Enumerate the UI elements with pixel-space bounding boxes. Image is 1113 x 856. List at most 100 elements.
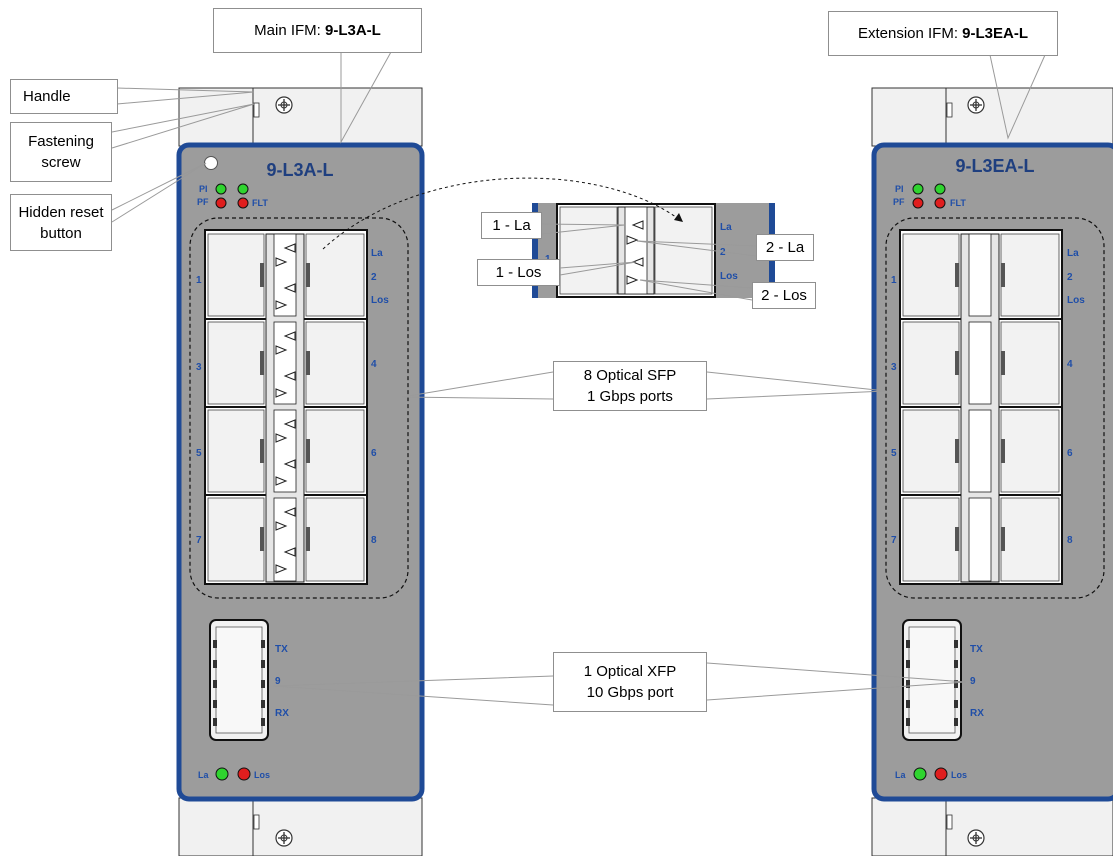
main-fastening-screw-icon[interactable] bbox=[275, 96, 293, 114]
ext-ifm-prefix: Extension IFM: bbox=[857, 25, 963, 42]
main-port-label-3: 3 bbox=[196, 362, 202, 373]
ext-bottom-la-led bbox=[913, 767, 927, 781]
main-sfp-port-7[interactable] bbox=[207, 497, 265, 582]
ext-port-label-1: 1 bbox=[891, 275, 897, 286]
main-led-pi-green bbox=[215, 183, 227, 195]
ext-port-label-7: 7 bbox=[891, 535, 897, 546]
ext-sfp-port-6[interactable] bbox=[1000, 409, 1060, 493]
main-xfp-tx-label: TX bbox=[275, 644, 288, 655]
main-ifm-module: 9-L3A-L PI PF FLT bbox=[176, 87, 425, 856]
main-port-label-4: 4 bbox=[371, 359, 377, 370]
main-led-top-green bbox=[237, 183, 249, 195]
ext-xfp-num-label: 9 bbox=[970, 676, 976, 687]
main-led-flt-red bbox=[237, 197, 249, 209]
ext-xfp-rx-label: RX bbox=[970, 708, 984, 719]
main-xfp-port[interactable] bbox=[209, 619, 269, 741]
main-sfp-port-6[interactable] bbox=[305, 409, 365, 493]
ext-los-label: Los bbox=[1067, 295, 1085, 306]
ext-sfp-port-2[interactable] bbox=[1000, 233, 1060, 317]
ext-sfp-port-5[interactable] bbox=[902, 409, 960, 493]
ext-led-pf-label: PF bbox=[893, 197, 905, 207]
main-sfp-port-3[interactable] bbox=[207, 321, 265, 405]
main-xfp-rx-label: RX bbox=[275, 708, 289, 719]
main-port-label-1: 1 bbox=[196, 275, 202, 286]
fastening-line1: Fastening bbox=[28, 133, 94, 150]
ext-sfp-port-4[interactable] bbox=[1000, 321, 1060, 405]
ext-port-label-5: 5 bbox=[891, 448, 897, 459]
zoom-arrow bbox=[322, 177, 681, 250]
ext-bottom-los-led bbox=[934, 767, 948, 781]
zoom-port-2-label: 2 bbox=[720, 247, 726, 258]
zoom-la-label: La bbox=[720, 222, 732, 233]
main-bottom-los-label: Los bbox=[254, 770, 270, 780]
ext-port-label-3: 3 bbox=[891, 362, 897, 373]
xfp-line1: 1 Optical XFP bbox=[583, 663, 677, 680]
ext-panel-title: 9-L3EA-L bbox=[955, 156, 1034, 176]
ext-xfp-tx-label: TX bbox=[970, 644, 983, 655]
main-sfp-port-5[interactable] bbox=[207, 409, 265, 493]
ext-led-flt-label: FLT bbox=[950, 198, 966, 208]
zoom-1la-text: 1 - La bbox=[492, 217, 531, 234]
main-bottom-la-led bbox=[215, 767, 229, 781]
main-ifm-value: 9-L3A-L bbox=[325, 22, 381, 39]
ext-led-pi-green bbox=[912, 183, 924, 195]
zoom-2la-text: 2 - La bbox=[765, 239, 805, 256]
ext-sfp-port-7[interactable] bbox=[902, 497, 960, 582]
zoom-1la-callout: 1 - La bbox=[481, 212, 542, 239]
ext-sfp-port-8[interactable] bbox=[1000, 497, 1060, 582]
main-bottom-los-led bbox=[237, 767, 251, 781]
ext-port-label-2: 2 bbox=[1067, 272, 1073, 283]
ext-fastening-screw-icon[interactable] bbox=[967, 96, 985, 114]
main-reset-button[interactable] bbox=[204, 156, 218, 170]
ext-ifm-callout: Extension IFM: 9-L3EA-L bbox=[828, 11, 1058, 56]
zoom-inset: 1 La 2 Los bbox=[532, 203, 775, 298]
xfp-line2: 10 Gbps port bbox=[586, 684, 674, 701]
ext-sfp-group-outline bbox=[885, 217, 1105, 599]
ext-led-pi-label: PI bbox=[895, 184, 904, 194]
ext-ifm-value: 9-L3EA-L bbox=[962, 25, 1029, 42]
main-sfp-port-1[interactable] bbox=[207, 233, 265, 317]
sfp-line1: 8 Optical SFP bbox=[583, 367, 677, 384]
zoom-2la-callout: 2 - La bbox=[756, 234, 814, 261]
ext-port-label-8: 8 bbox=[1067, 535, 1073, 546]
main-sfp-port-4[interactable] bbox=[305, 321, 365, 405]
main-port-label-2: 2 bbox=[371, 272, 377, 283]
main-led-pf-label: PF bbox=[197, 197, 209, 207]
main-la-label: La bbox=[371, 248, 383, 259]
handle-callout-text: Handle bbox=[23, 88, 71, 105]
ext-center-column bbox=[960, 233, 1000, 583]
main-ifm-prefix: Main IFM: bbox=[254, 22, 325, 39]
ext-led-flt-red bbox=[934, 197, 946, 209]
reset-callout: Hidden reset button bbox=[10, 194, 112, 251]
ext-sfp-port-3[interactable] bbox=[902, 321, 960, 405]
ext-xfp-port[interactable] bbox=[902, 619, 962, 741]
main-led-pf-red bbox=[215, 197, 227, 209]
main-port-label-5: 5 bbox=[196, 448, 202, 459]
main-port-led-column bbox=[265, 233, 305, 583]
main-sfp-port-2[interactable] bbox=[305, 233, 365, 317]
fastening-line2: screw bbox=[41, 154, 81, 171]
main-panel-title: 9-L3A-L bbox=[267, 160, 334, 180]
xfp-callout: 1 Optical XFP 10 Gbps port bbox=[553, 652, 707, 712]
main-led-flt-label: FLT bbox=[252, 198, 268, 208]
reset-line1: Hidden reset bbox=[18, 203, 104, 221]
zoom-1los-text: 1 - Los bbox=[495, 264, 542, 281]
zoom-2los-text: 2 - Los bbox=[761, 287, 807, 304]
sfp-callout: 8 Optical SFP 1 Gbps ports bbox=[553, 361, 707, 411]
sfp-line2: 1 Gbps ports bbox=[587, 388, 673, 405]
ext-la-label: La bbox=[1067, 248, 1079, 259]
ext-ifm-module: 9-L3EA-L PI PF FLT bbox=[871, 87, 1113, 856]
ext-bottom-los-label: Los bbox=[951, 770, 967, 780]
zoom-2los-callout: 2 - Los bbox=[752, 282, 816, 309]
main-xfp-num-label: 9 bbox=[275, 676, 281, 687]
ext-led-pf-red bbox=[912, 197, 924, 209]
main-sfp-port-8[interactable] bbox=[305, 497, 365, 582]
main-bottom-la-label: La bbox=[198, 770, 209, 780]
ext-sfp-port-1[interactable] bbox=[902, 233, 960, 317]
fastening-callout: Fastening screw bbox=[10, 122, 112, 182]
ext-port-label-6: 6 bbox=[1067, 448, 1073, 459]
main-port-label-8: 8 bbox=[371, 535, 377, 546]
ext-bottom-screw-icon bbox=[967, 829, 985, 847]
leader-lines bbox=[111, 51, 1046, 706]
zoom-los-label: Los bbox=[720, 271, 738, 282]
